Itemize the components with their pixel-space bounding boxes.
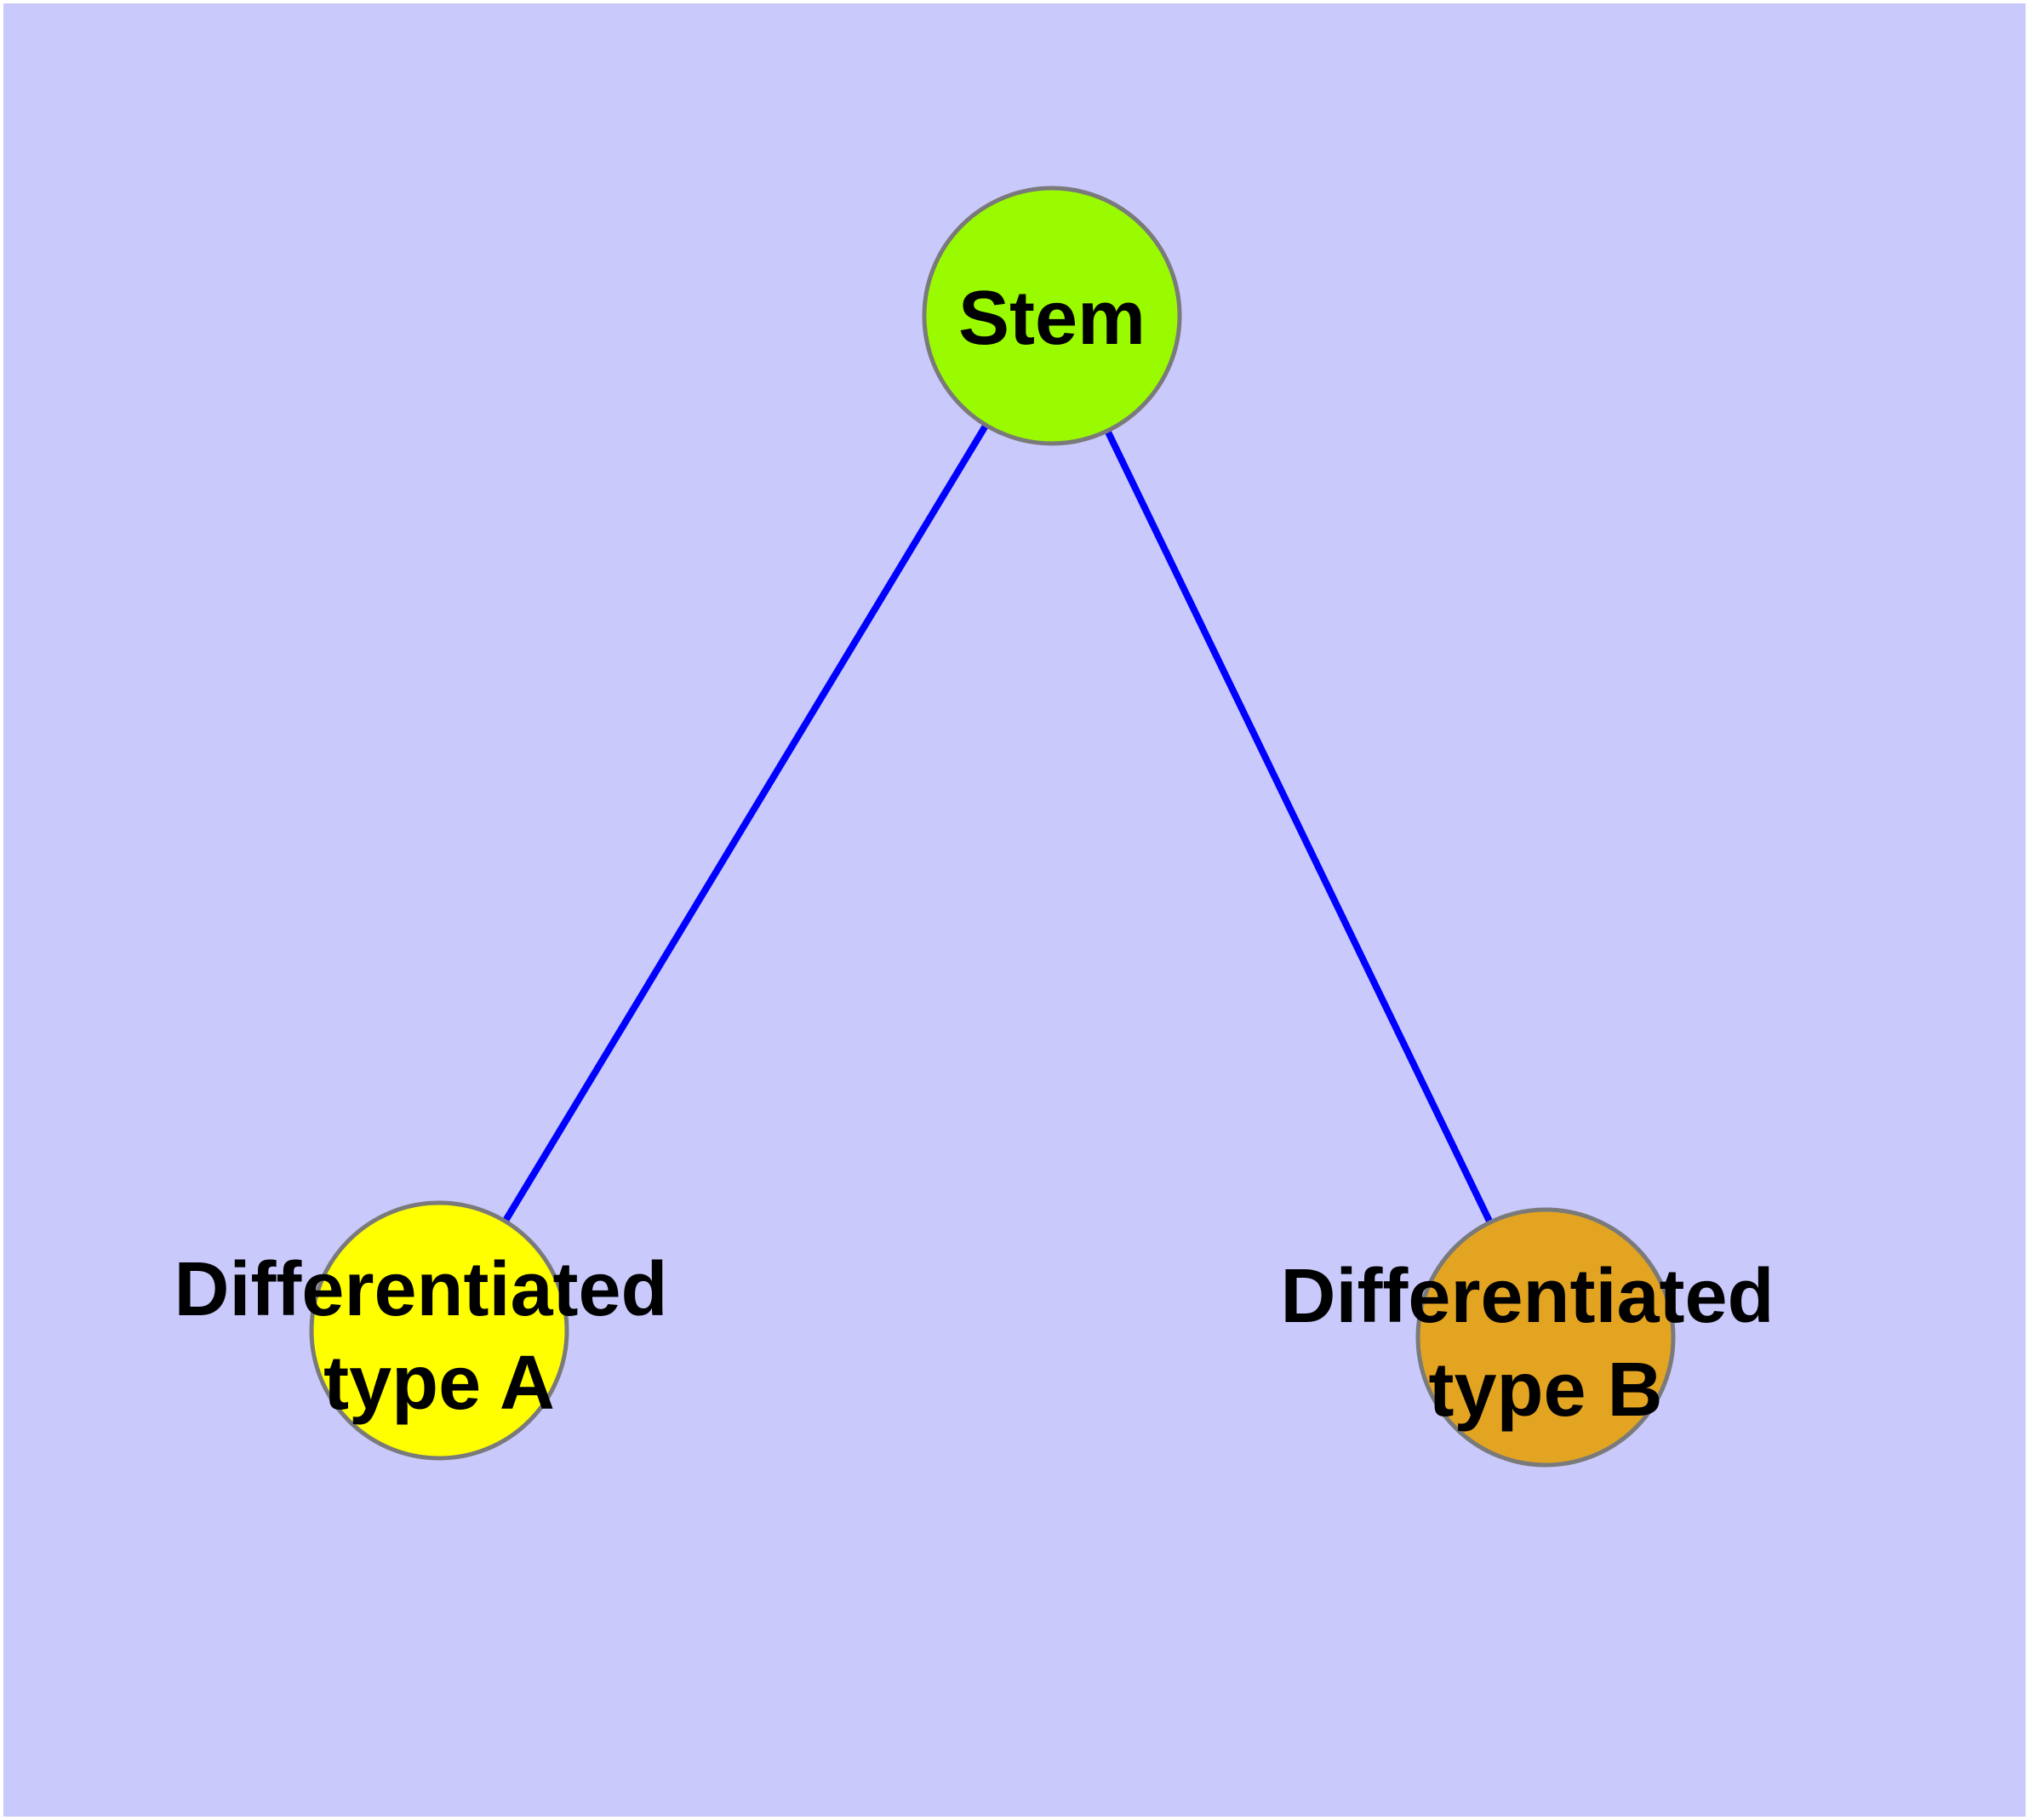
node-differentiated-type-a: Differentiated type A	[174, 1200, 689, 1461]
node-differentiated-type-a-label: Differentiated type A	[174, 1247, 689, 1426]
node-stem-circle	[922, 186, 1182, 446]
node-differentiated-type-b: Differentiated type B	[1280, 1207, 1795, 1468]
node-differentiated-type-b-label-line2: type B	[1428, 1348, 1662, 1433]
node-differentiated-type-a-label-line1: Differentiated	[174, 1247, 667, 1332]
edge-stem-to-type-b	[1049, 314, 1549, 1339]
node-differentiated-type-b-label-line1: Differentiated	[1280, 1254, 1774, 1339]
node-stem: Stem	[922, 186, 1182, 446]
node-differentiated-type-b-circle	[1415, 1207, 1676, 1468]
edge-stem-to-type-a	[436, 313, 1055, 1333]
node-stem-label: Stem	[958, 276, 1146, 361]
node-differentiated-type-a-circle	[309, 1200, 569, 1461]
node-differentiated-type-b-label: Differentiated type B	[1280, 1254, 1795, 1433]
node-differentiated-type-a-label-line2: type A	[323, 1341, 555, 1426]
